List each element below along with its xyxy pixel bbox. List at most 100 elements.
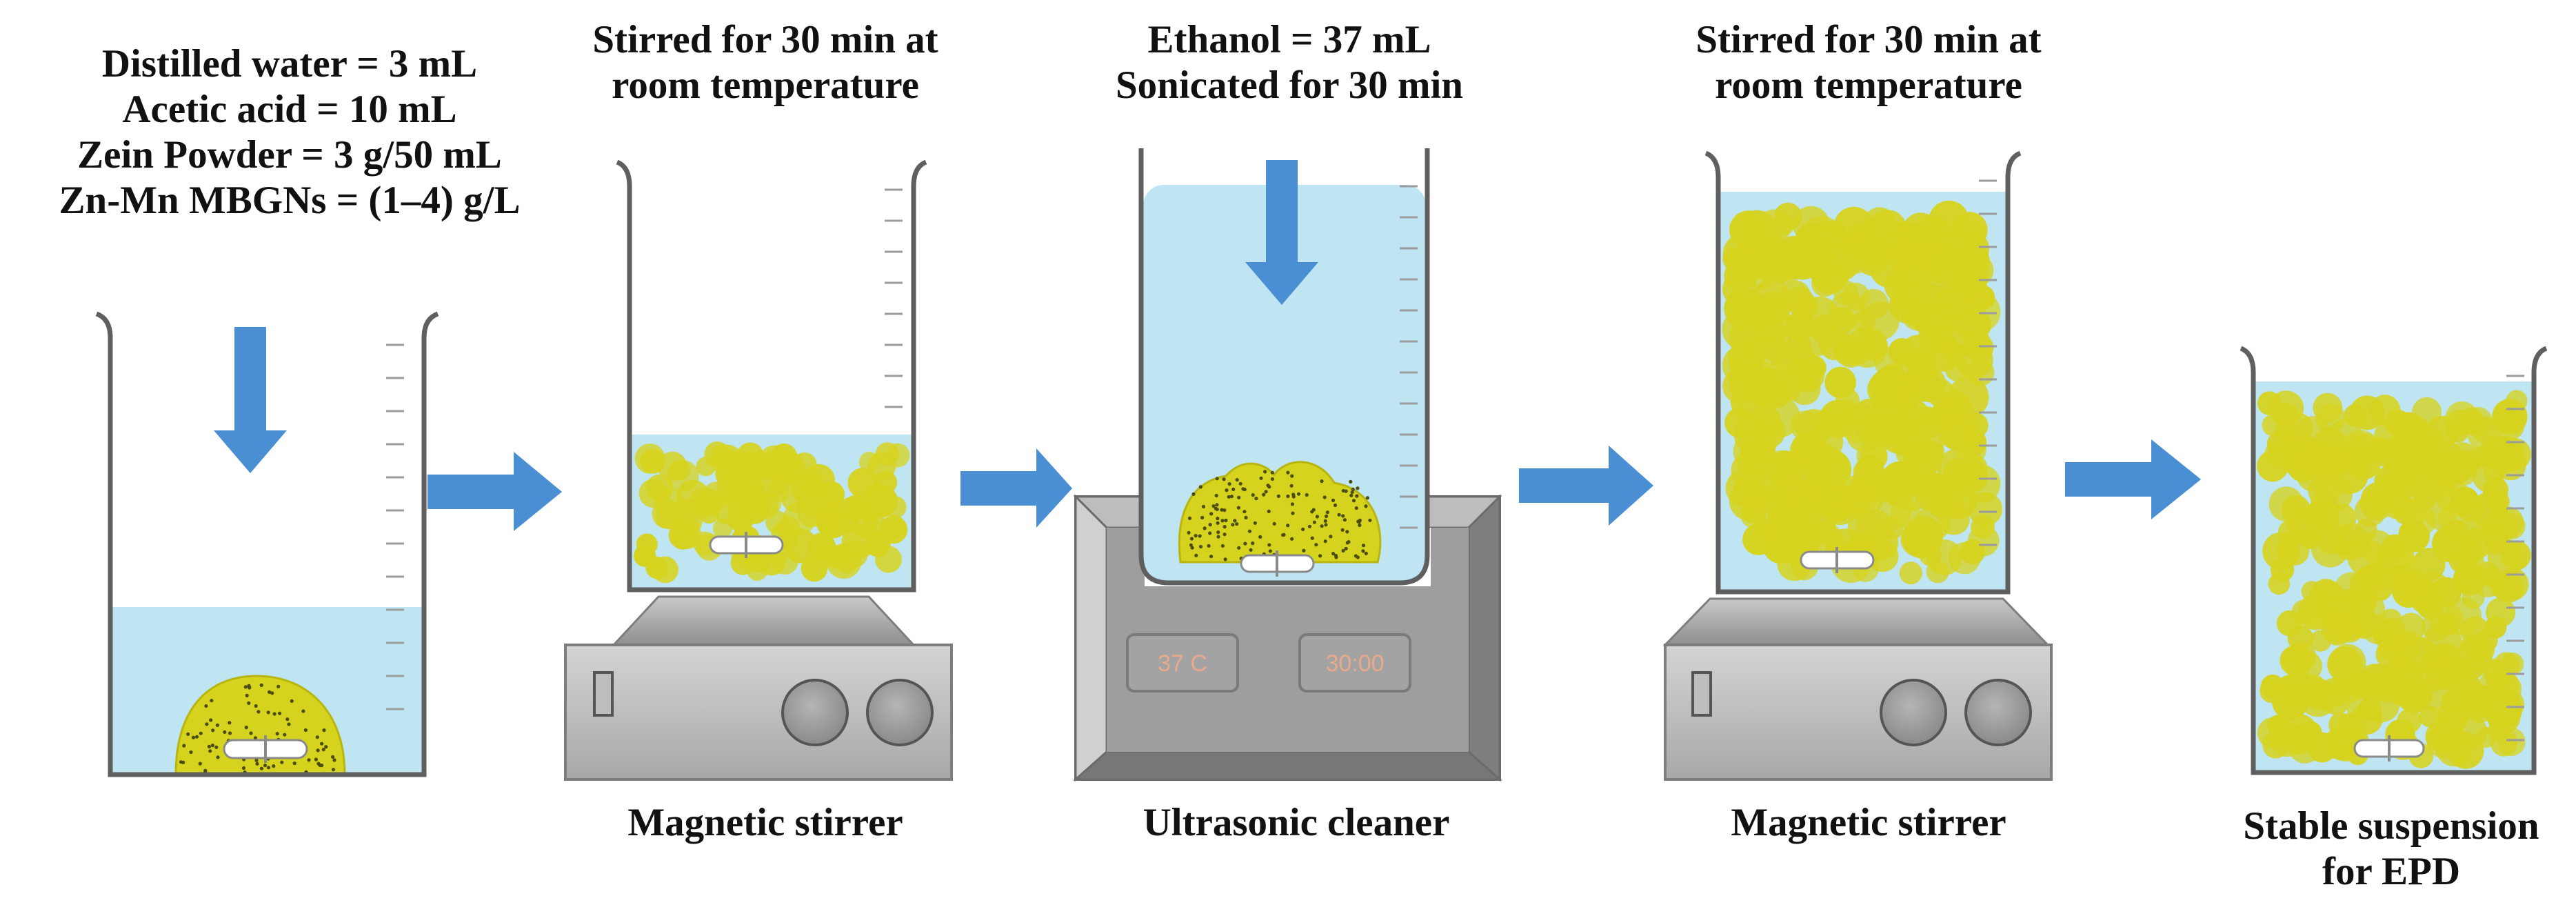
particle xyxy=(2287,625,2314,651)
particle-dot xyxy=(1220,519,1225,523)
magnetic-stirrer-1 xyxy=(564,595,953,781)
particle-dot xyxy=(1329,535,1333,539)
particle xyxy=(2446,421,2469,443)
stir-bar-1 xyxy=(223,735,308,763)
flow-arrow-2 xyxy=(960,448,1072,528)
particle-dot xyxy=(1289,484,1294,488)
particle-dot xyxy=(1272,521,1276,526)
particle-dot xyxy=(199,731,203,735)
particle-dot xyxy=(1266,484,1270,488)
particle-dot xyxy=(228,721,232,725)
particle-dot xyxy=(301,709,305,713)
particle-dot xyxy=(1262,492,1266,497)
particle xyxy=(2373,475,2402,504)
particle xyxy=(826,543,862,579)
beaker-2-particles xyxy=(634,441,910,584)
particle-dot xyxy=(198,761,202,766)
particle-dot xyxy=(1233,519,1237,523)
particle-dot xyxy=(1323,519,1327,524)
particle xyxy=(2346,445,2382,480)
particle xyxy=(792,452,817,478)
particle xyxy=(2262,414,2284,436)
particle-dot xyxy=(290,699,294,704)
particle xyxy=(1747,221,1774,248)
particle-dot xyxy=(1333,503,1338,508)
particle xyxy=(2313,392,2343,423)
particle xyxy=(1926,245,1968,286)
particle xyxy=(753,452,777,477)
particle xyxy=(836,512,858,534)
particle xyxy=(712,518,733,539)
particle-dot xyxy=(208,749,212,753)
particle xyxy=(2362,562,2388,587)
stirrer-2-switch xyxy=(1691,671,1712,717)
particle xyxy=(2350,395,2384,430)
particle-dot xyxy=(1357,520,1361,524)
particle-dot xyxy=(210,744,214,748)
particle xyxy=(636,533,658,555)
particle xyxy=(1771,381,1793,404)
particle-dot xyxy=(1223,557,1227,561)
particle-dot xyxy=(1198,544,1203,549)
particle-dot xyxy=(1324,523,1328,527)
particle-dot xyxy=(1214,493,1218,498)
beaker-3-graduations xyxy=(1400,185,1418,529)
particle xyxy=(2399,637,2438,675)
particle-dot xyxy=(292,761,296,766)
particle-dot xyxy=(1201,504,1206,509)
particle-dot xyxy=(1220,544,1225,548)
particle xyxy=(2419,706,2441,728)
particle-dot xyxy=(1207,544,1211,548)
particle-dot xyxy=(318,763,322,767)
particle-dot xyxy=(1345,541,1349,545)
particle xyxy=(1775,340,1816,382)
particle xyxy=(1899,561,1922,585)
particle xyxy=(1835,337,1866,368)
particle xyxy=(2311,530,2349,568)
particle-dot xyxy=(1270,477,1274,481)
particle xyxy=(2332,674,2356,698)
particle-dot xyxy=(1237,495,1241,499)
particle-dot xyxy=(1323,539,1327,544)
particle-dot xyxy=(1356,486,1360,490)
particle-dot xyxy=(253,736,257,740)
particle-dot xyxy=(1324,514,1329,519)
particle xyxy=(1722,247,1746,271)
particle-dot xyxy=(1267,509,1271,514)
particle-dot xyxy=(1187,530,1191,535)
particle xyxy=(1906,243,1932,268)
particle-dot xyxy=(270,691,274,695)
particle-dot xyxy=(1235,522,1239,526)
particle-dot xyxy=(1203,526,1207,530)
particle xyxy=(2276,539,2297,561)
particle-dot xyxy=(1209,555,1214,559)
particle-dot xyxy=(1209,512,1214,516)
particle xyxy=(1799,296,1840,337)
particle xyxy=(2375,639,2406,670)
particle-dot xyxy=(1227,495,1231,499)
particle-dot xyxy=(1314,543,1318,547)
particle xyxy=(1728,340,1765,377)
particle xyxy=(2500,540,2531,570)
particle xyxy=(1895,432,1933,470)
particle-dot xyxy=(1244,515,1248,520)
particle xyxy=(2493,572,2524,604)
beaker-2-graduations xyxy=(885,188,903,408)
flow-arrow-4 xyxy=(2065,439,2201,519)
particle-dot xyxy=(307,758,311,762)
particle xyxy=(2308,499,2334,525)
particle xyxy=(2380,617,2406,644)
particle-dot xyxy=(275,732,279,736)
particle xyxy=(652,556,678,584)
particle xyxy=(634,444,665,474)
magnetic-stirrer-2 xyxy=(1662,597,2053,781)
particle-dot xyxy=(1290,502,1294,506)
particle-dot xyxy=(1291,511,1295,515)
down-arrow-1 xyxy=(214,327,287,473)
particle-dot xyxy=(1296,492,1301,496)
particle xyxy=(1731,452,1767,488)
particle xyxy=(1724,288,1765,330)
particle-dot xyxy=(1349,479,1353,484)
particle-dot xyxy=(1237,546,1241,550)
particle xyxy=(1767,503,1799,535)
